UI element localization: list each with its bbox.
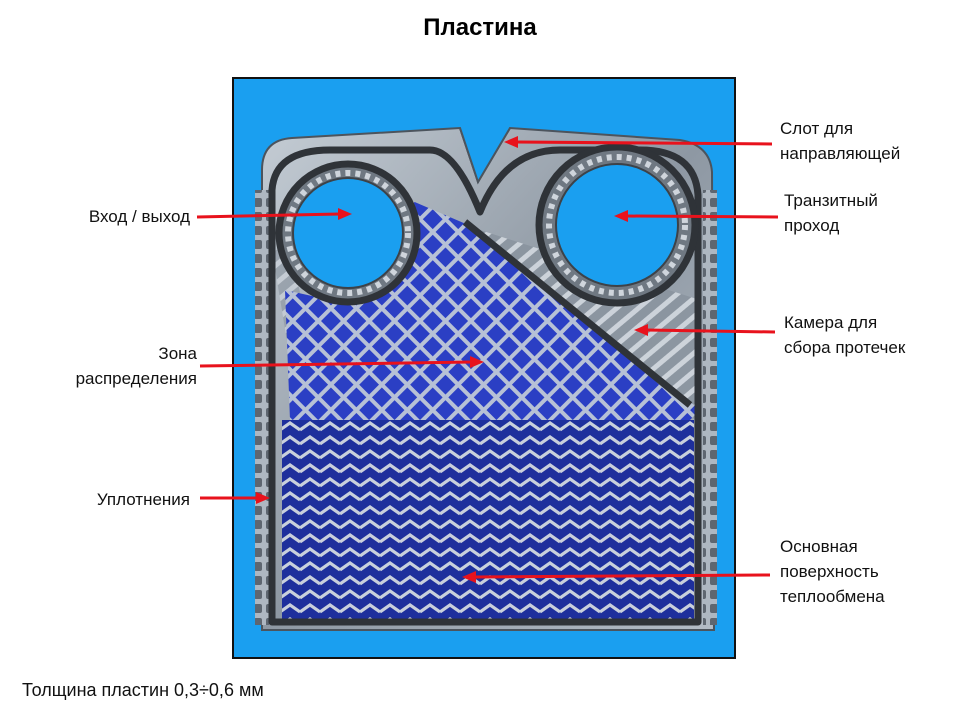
arrow-guide-slot <box>504 136 773 148</box>
arrow-gaskets <box>200 492 270 504</box>
label-distribution-zone: Зона распределения <box>75 344 197 388</box>
edge-teeth-right <box>703 190 717 625</box>
arrow-transit-port <box>614 210 779 222</box>
label-inlet-outlet: Вход / выход <box>88 207 190 226</box>
main-heat-surface <box>282 420 694 620</box>
label-leak-chamber: Камера для сбора протечек <box>784 313 906 357</box>
arrow-inlet-outlet <box>196 208 352 220</box>
label-guide-slot: Слот для направляющей <box>780 119 901 163</box>
edge-teeth-left <box>255 190 269 625</box>
arrow-distribution <box>199 356 484 368</box>
slide-title: Пластина <box>423 14 537 41</box>
label-transit-port: Транзитный проход <box>784 191 878 235</box>
label-main-surface: Основная поверхность теплообмена <box>780 537 885 606</box>
arrow-leak-chamber <box>634 324 776 336</box>
inlet-port-hole <box>292 177 404 289</box>
arrow-main-surface <box>462 571 771 583</box>
inlet-port-ring-inner <box>285 170 411 296</box>
plate-thickness-note: Толщина пластин 0,3÷0,6 мм <box>22 680 264 700</box>
transit-port-ring-inner <box>546 154 688 296</box>
arrows <box>196 136 779 583</box>
guide-slot <box>459 127 511 185</box>
transit-port-hole <box>555 163 679 287</box>
plate-gasket <box>268 146 702 626</box>
label-gaskets: Уплотнения <box>96 490 190 509</box>
distribution-zone <box>285 200 700 420</box>
transit-port-gasket <box>462 219 693 408</box>
